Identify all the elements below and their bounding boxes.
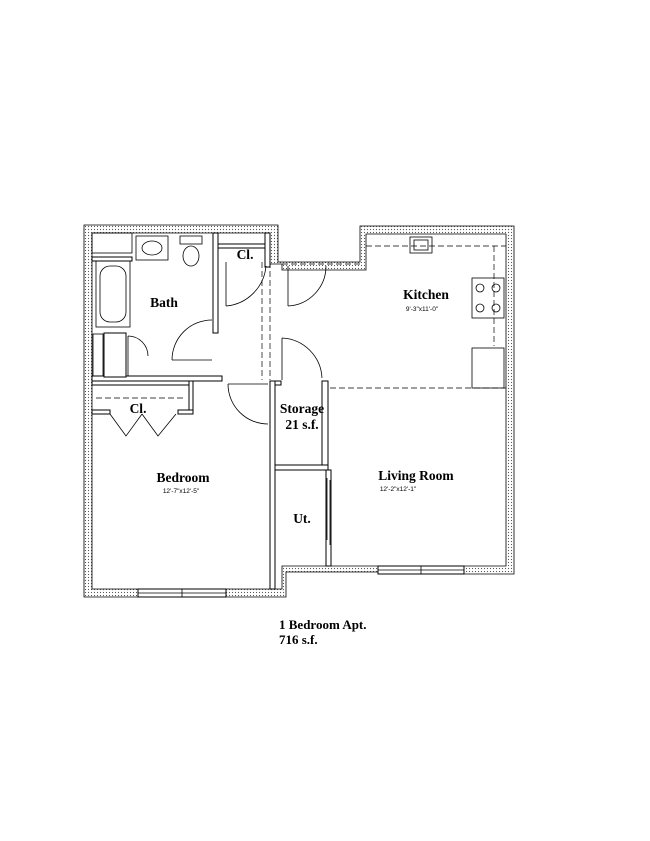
living-room-dimensions: 12'-2"x12'-1" [380, 486, 417, 493]
storage-label: Storage [280, 401, 324, 416]
windows [137, 565, 465, 598]
plan-caption: 1 Bedroom Apt. 716 s.f. [279, 617, 367, 647]
bath-label: Bath [150, 295, 178, 310]
bedroom-label: Bedroom [157, 470, 211, 485]
bath-vanity [91, 232, 169, 261]
bedroom-closet-label: Cl. [130, 401, 147, 416]
linen-shelf [92, 333, 104, 377]
bathtub [95, 260, 131, 328]
doors [109, 262, 331, 545]
interior-walls [91, 232, 332, 590]
living-room-label: Living Room [378, 468, 454, 483]
bedroom-dimensions: 12'-7"x12'-5" [163, 488, 200, 495]
bath-closet-label: Cl. [237, 247, 254, 262]
dashed-lines [96, 262, 506, 399]
toilet [179, 235, 203, 267]
apartment-area: 716 s.f. [279, 632, 318, 647]
kitchen-label: Kitchen [403, 287, 449, 302]
kitchen-dimensions: 9'-3"x11'-0" [406, 306, 439, 313]
storage-area: 21 s.f. [285, 417, 318, 432]
kitchen-counters [366, 236, 506, 389]
apartment-type: 1 Bedroom Apt. [279, 617, 367, 632]
utility-label: Ut. [293, 511, 311, 526]
